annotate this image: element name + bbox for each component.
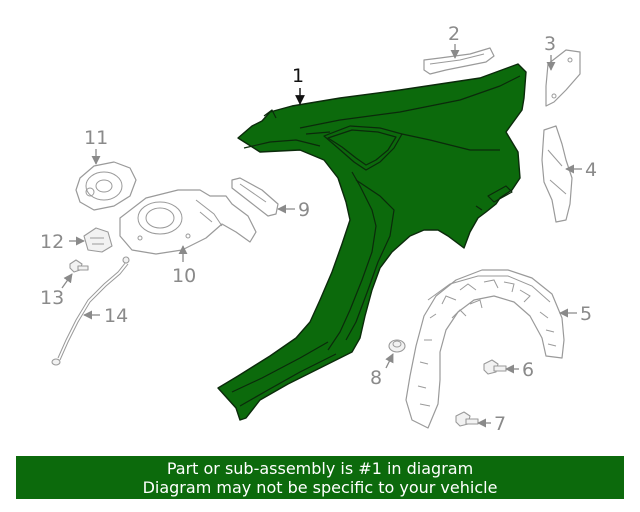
actuator-part-12[interactable]	[83, 227, 113, 253]
callout-14: 14	[83, 305, 128, 327]
callout-10-label: 10	[172, 265, 196, 287]
callout-3-label: 3	[544, 33, 556, 55]
bracket-part-2[interactable]	[423, 47, 495, 75]
callout-13: 13	[40, 273, 73, 309]
callout-1-label: 1	[292, 65, 304, 87]
bracket-part-4[interactable]	[541, 125, 573, 223]
wheel-liner-part-5[interactable]	[405, 269, 565, 429]
callout-11-label: 11	[84, 127, 108, 149]
callout-2-label: 2	[448, 23, 460, 45]
fuel-housing-part-10[interactable]	[119, 189, 257, 255]
callout-7: 7	[477, 413, 506, 435]
callout-9-label: 9	[298, 199, 310, 221]
callout-11: 11	[84, 127, 108, 165]
callout-5: 5	[559, 303, 592, 325]
callout-8-label: 8	[370, 367, 382, 389]
cable-part-14[interactable]	[51, 256, 130, 366]
screw-part-13[interactable]	[69, 259, 89, 273]
callout-7-label: 7	[494, 413, 506, 435]
screw-part-6[interactable]	[483, 359, 507, 375]
callout-1: 1	[292, 65, 305, 105]
clip-part-8[interactable]	[388, 339, 406, 353]
callout-12: 12	[40, 231, 85, 253]
callout-6-label: 6	[522, 359, 534, 381]
callout-4: 4	[565, 159, 597, 181]
callout-8: 8	[370, 353, 394, 389]
parts-diagram: 1 2 3 4 5	[40, 23, 597, 435]
quarter-panel[interactable]	[217, 63, 527, 421]
callout-12-label: 12	[40, 231, 64, 253]
callout-3: 3	[544, 33, 556, 71]
callout-4-label: 4	[585, 159, 597, 181]
callout-10: 10	[172, 245, 196, 287]
callout-5-label: 5	[580, 303, 592, 325]
callout-9: 9	[277, 199, 310, 221]
screw-part-7[interactable]	[455, 411, 479, 427]
callout-13-label: 13	[40, 287, 64, 309]
callout-2: 2	[448, 23, 460, 59]
fuel-door-part-11[interactable]	[75, 161, 137, 211]
info-banner: Part or sub-assembly is #1 in diagram Di…	[16, 456, 624, 499]
trim-part-9[interactable]	[231, 177, 279, 217]
banner-line-2: Diagram may not be specific to your vehi…	[142, 477, 498, 497]
callout-6: 6	[505, 359, 534, 381]
callout-14-label: 14	[104, 305, 128, 327]
banner-line-1: Part or sub-assembly is #1 in diagram	[166, 458, 474, 478]
